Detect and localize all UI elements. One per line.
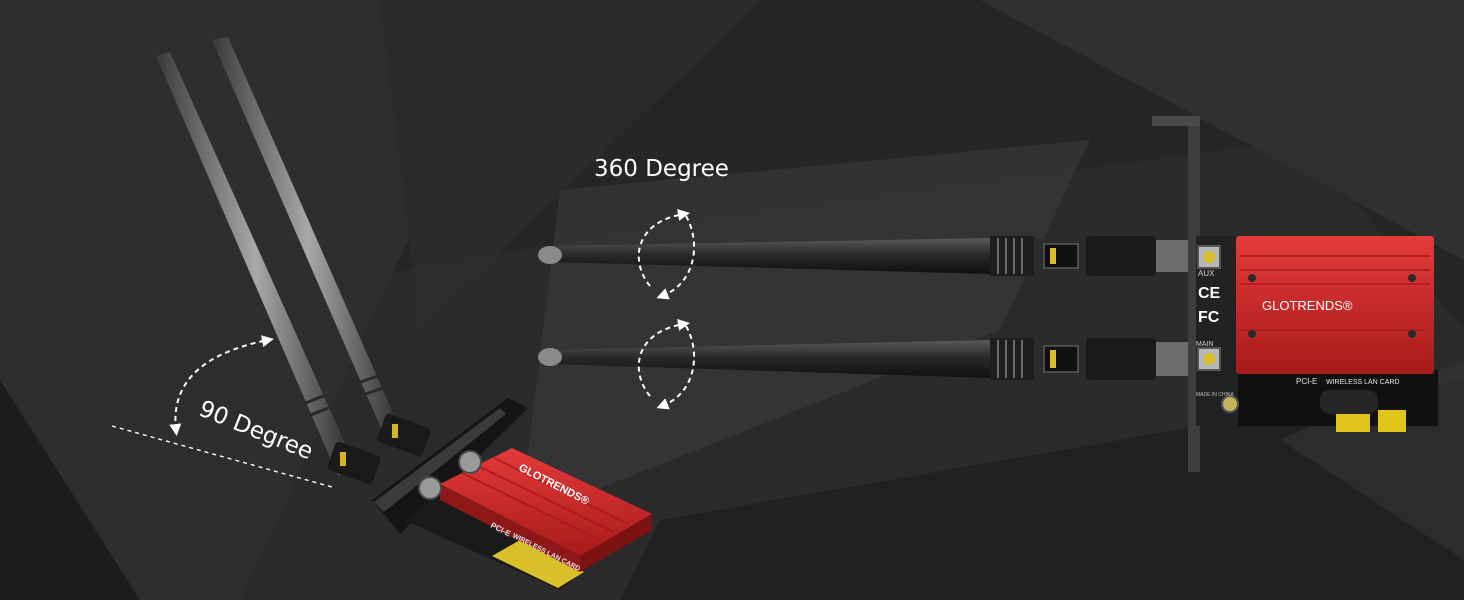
left-wifi-card: [111, 37, 652, 590]
left-antenna-2: [212, 37, 404, 444]
right-antenna-top: [538, 236, 1188, 276]
left-gold-contacts: [492, 540, 584, 588]
left-antenna-hinge-2: [377, 413, 431, 457]
right-antenna-bottom: [538, 338, 1188, 380]
right-card-wlan: WIRELESS LAN CARD: [1326, 379, 1400, 386]
rotation-arrow-top-icon: [637, 209, 696, 300]
right-card-ce: CE: [1198, 285, 1221, 302]
right-card-brand: GLOTRENDS®: [1262, 298, 1353, 313]
rotation-360-label: 360 Degree: [594, 156, 729, 182]
left-antenna-1: [156, 52, 356, 476]
rotation-arrow-bottom-icon: [637, 319, 696, 410]
right-card-made-in: MADE IN CHINA: [1196, 392, 1234, 398]
right-card-pcie: PCI-E: [1296, 377, 1317, 386]
right-wifi-card: [1152, 116, 1438, 472]
left-heatsink: [440, 448, 652, 572]
left-bracket: [372, 398, 528, 534]
right-gold-contacts: [1320, 390, 1406, 432]
right-card-labels: GLOTRENDS® AUX CE FC MAIN MADE IN CHINA …: [1196, 269, 1400, 398]
right-card-main: MAIN: [1196, 341, 1214, 348]
right-heatsink: [1236, 236, 1434, 374]
angle-reference-line: [111, 425, 333, 488]
right-card-fc: FC: [1198, 309, 1220, 326]
right-card-aux: AUX: [1198, 269, 1215, 278]
tilt-arrow-icon: [169, 335, 274, 436]
